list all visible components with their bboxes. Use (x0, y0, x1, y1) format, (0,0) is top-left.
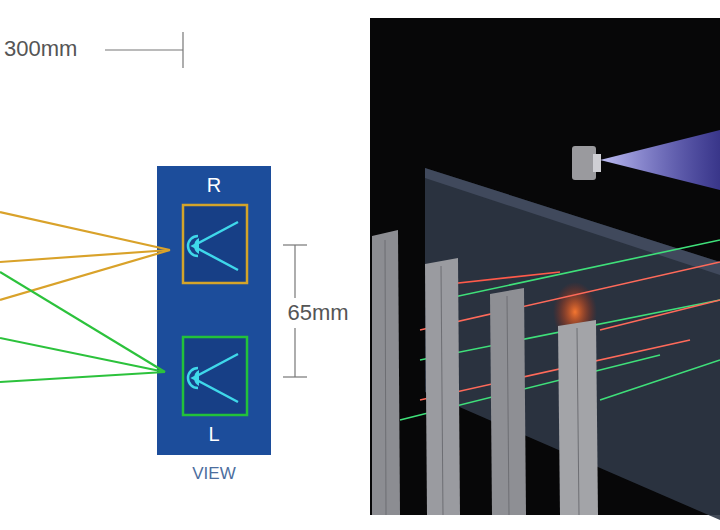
eye-pupil (194, 238, 199, 254)
photo (370, 18, 720, 520)
eye-icon (188, 354, 238, 402)
dimension-line (105, 49, 183, 50)
dimension-tick (182, 32, 183, 68)
right-eye-box (183, 205, 247, 283)
eye-label: L (208, 423, 219, 445)
dimension-label: 65mm (284, 301, 351, 325)
eye-icon (188, 222, 238, 270)
dimension-label: 300mm (4, 37, 77, 61)
panel-caption: VIEW (192, 465, 235, 484)
view-panel: RLVIEW (157, 166, 271, 455)
view-panel (157, 166, 271, 455)
eye-pupil (194, 370, 199, 386)
eye-label: R (207, 174, 221, 196)
left-eye-rays (0, 272, 165, 382)
left-eye-box (183, 337, 247, 415)
